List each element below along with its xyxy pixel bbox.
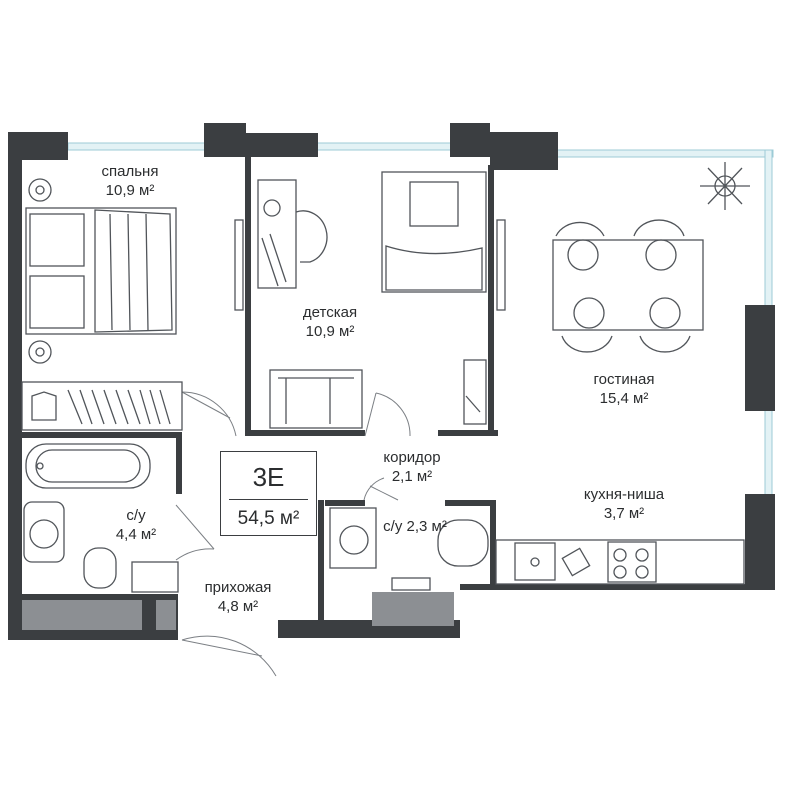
room-label-bath2: с/у 2,3 м² (383, 518, 447, 535)
apartment-badge: 3E 54,5 м² (220, 451, 317, 536)
apartment-area: 54,5 м² (237, 508, 300, 529)
apartment-code: 3E (252, 462, 285, 492)
badge-divider (229, 499, 308, 500)
wall-fills (22, 592, 454, 630)
doors (175, 391, 411, 677)
furniture (21, 162, 750, 593)
